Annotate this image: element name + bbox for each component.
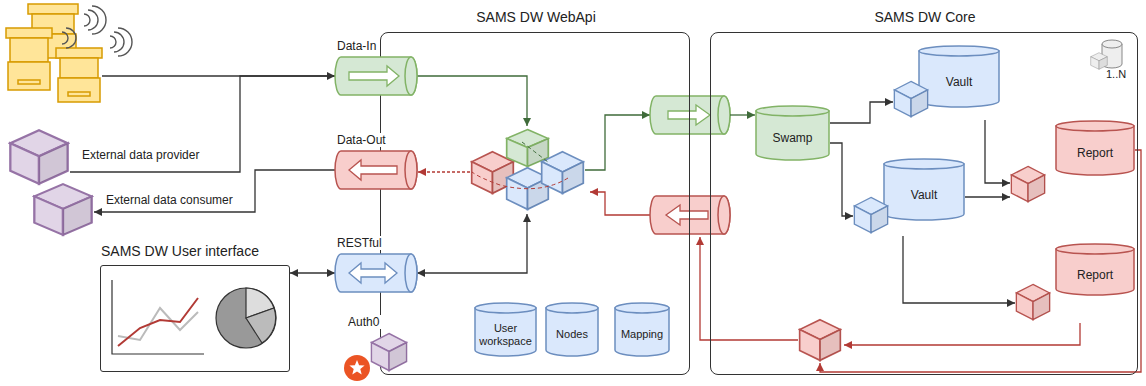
cube [1091, 53, 1108, 70]
cylinder [650, 196, 730, 234]
node-label: External data provider [80, 148, 201, 162]
ui-box: SAMS DW User interface [100, 265, 290, 372]
component-cube: External data consumer [32, 182, 94, 237]
hive-slot [68, 92, 90, 96]
cube [800, 320, 841, 361]
cylinder [650, 96, 730, 134]
hive-body [60, 58, 98, 78]
pie-slice [246, 308, 276, 343]
cube-shape [370, 332, 408, 372]
connector [94, 170, 335, 212]
node-label: Report [1059, 146, 1131, 160]
data-in-flow [417, 76, 527, 126]
connector [830, 143, 853, 216]
core-out-flow [590, 192, 650, 215]
storage-node: Vault [853, 158, 965, 236]
hive-body [58, 78, 100, 102]
pipe-cylinder: Data-Out [335, 150, 417, 190]
node-label: Data-In [335, 39, 378, 53]
storage-node: Vault [893, 45, 1000, 120]
pie-chart [216, 288, 276, 348]
storage-shape [1010, 120, 1135, 205]
cylinder-shape [335, 253, 417, 293]
node-label: Vault [922, 75, 996, 89]
rest-flow [417, 214, 527, 273]
node-label: RESTful [335, 236, 384, 250]
cube-shape [8, 128, 70, 186]
report-out-flow [820, 150, 1141, 372]
hive-roof [6, 28, 52, 38]
cylinder-top [1102, 40, 1122, 48]
signal-arcs [84, 6, 106, 34]
chart-axes [112, 280, 204, 354]
core-in-flow [585, 115, 650, 170]
node-label: External data consumer [104, 193, 235, 207]
multiplicity-label: 1..N [1106, 68, 1126, 80]
dashed-route [472, 172, 568, 189]
connector [965, 196, 1010, 197]
storage-node: Report [1015, 243, 1135, 323]
connector [70, 76, 335, 172]
pipe-cylinder: Data-In [335, 56, 417, 96]
system-panel: SAMS DW CoreSwampVaultVaultReportReport [710, 32, 1138, 375]
core-out-flow [700, 237, 798, 340]
pipe-cylinder: RESTful [335, 253, 417, 293]
node-label: Mapping [618, 328, 666, 341]
auth0-logo [344, 355, 370, 381]
beehive-icons [6, 4, 102, 102]
hive-body [10, 38, 48, 62]
node-label: Auth0 [346, 315, 381, 329]
node-label: User workspace [478, 322, 533, 348]
storage-shape [1015, 243, 1135, 323]
swamp-in-flow [730, 114, 755, 115]
cylinder-end [718, 196, 730, 234]
signal-arcs [110, 28, 132, 56]
node-label: Report [1059, 268, 1131, 282]
connector [903, 236, 1015, 303]
system-panel: SAMS DW WebApiData-InData-OutRESTfulAuth… [380, 32, 690, 375]
auth0-star [349, 360, 364, 375]
transfer-cylinder [650, 196, 730, 234]
connector [290, 272, 335, 273]
database-cylinder: User workspace [474, 302, 537, 356]
database-cylinder: Mapping [614, 302, 670, 356]
dashed-route [522, 142, 548, 162]
storage-shape [853, 158, 965, 236]
wireless-signal [62, 6, 132, 56]
hive-roof [28, 4, 78, 14]
node-label: Swamp [759, 131, 826, 145]
storage-node: Report [1010, 120, 1135, 205]
arrow-symbol [668, 105, 710, 125]
database-cylinder: Nodes [545, 302, 599, 356]
hive-slot [18, 80, 40, 84]
node-label: Vault [887, 188, 961, 202]
scale-icon [1091, 40, 1122, 69]
panel-title: SAMS DW WebApi [476, 9, 596, 26]
component-cube: Auth0 [370, 332, 408, 372]
arrow-symbol [666, 205, 708, 225]
panel-title: SAMS DW Core [874, 9, 975, 26]
hive-roof [56, 48, 102, 58]
hive-body [8, 62, 50, 90]
node-label: Nodes [549, 328, 595, 341]
transfer-cylinder [650, 96, 730, 134]
component-cube: External data provider [8, 128, 70, 186]
signal-arcs [62, 28, 76, 48]
connector [830, 102, 893, 123]
report-out-flow [844, 323, 1080, 345]
data-out-flow [418, 171, 470, 172]
cylinder-end [718, 96, 730, 134]
cylinder-shape [335, 150, 417, 190]
cube-shape [32, 182, 94, 237]
cube [542, 152, 584, 194]
chart-line [118, 298, 198, 346]
database-cylinder: Swamp [755, 105, 830, 160]
node-label: SAMS DW User interface [101, 243, 259, 260]
node-label: Data-Out [335, 133, 388, 147]
cylinder-shape [335, 56, 417, 96]
connector [985, 120, 1010, 183]
